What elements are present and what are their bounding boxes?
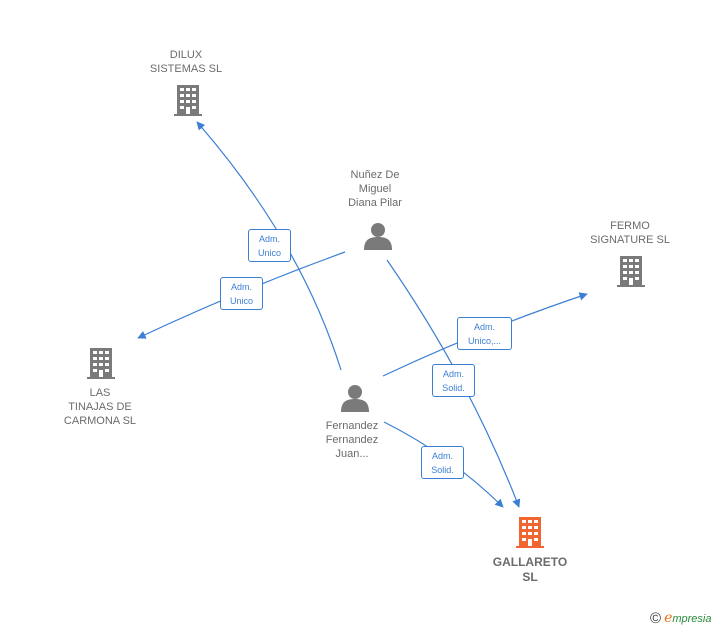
edge-label-nunez-tinajas: Adm. Unico bbox=[220, 277, 263, 310]
node-label-fermo[interactable]: FERMO SIGNATURE SL bbox=[590, 220, 670, 246]
fermo-building-icon[interactable] bbox=[617, 256, 645, 287]
tinajas-building-icon[interactable] bbox=[87, 348, 115, 379]
brand-rest: mpresia bbox=[672, 613, 712, 625]
edge-label-fernandez-gallareto: Adm. Solid. bbox=[421, 446, 464, 479]
copyright-symbol: © bbox=[650, 610, 662, 627]
node-label-tinajas[interactable]: LAS TINAJAS DE CARMONA SL bbox=[63, 387, 137, 427]
fernandez-person-icon[interactable] bbox=[341, 385, 369, 412]
edge-label-fernandez-dilux: Adm. Unico bbox=[248, 229, 291, 262]
node-label-nunez[interactable]: Nuñez De Miguel Diana Pilar bbox=[348, 169, 402, 209]
node-label-dilux[interactable]: DILUX SISTEMAS SL bbox=[149, 49, 223, 75]
empresia-logo[interactable]: ©empresia bbox=[650, 610, 711, 627]
node-label-fernandez[interactable]: Fernandez Fernandez Juan... bbox=[325, 420, 379, 460]
gallareto-building-icon[interactable] bbox=[516, 517, 544, 548]
edge-label-fernandez-fermo: Adm. Unico,... bbox=[457, 317, 512, 350]
brand-initial: e bbox=[664, 610, 673, 626]
node-label-gallareto[interactable]: GALLARETO SL bbox=[492, 555, 568, 584]
edge-label-nunez-gallareto: Adm. Solid. bbox=[432, 364, 475, 397]
nunez-person-icon[interactable] bbox=[364, 223, 392, 250]
dilux-building-icon[interactable] bbox=[174, 85, 202, 116]
